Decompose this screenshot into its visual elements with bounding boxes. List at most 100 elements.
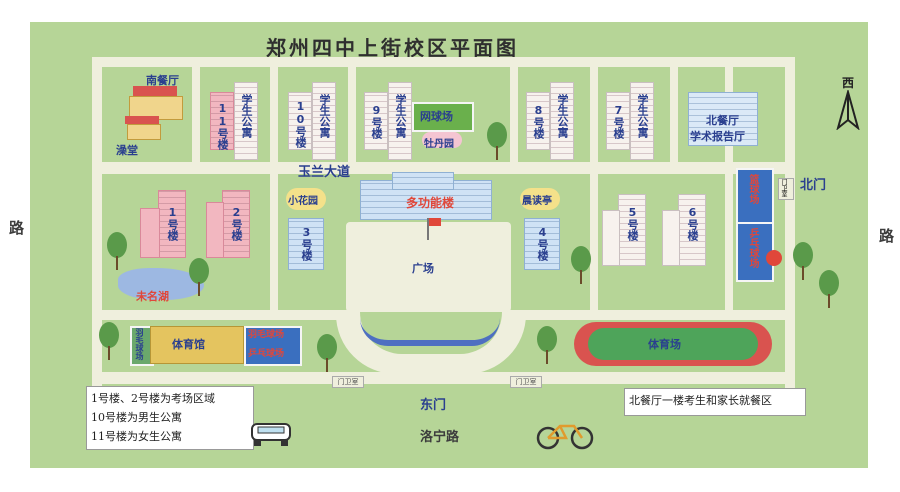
building-7-name: 学生公寓 [636,94,649,138]
building-7-number: 7号楼 [612,104,625,139]
stadium-field [588,328,758,360]
map-title: 郑州四中上街校区平面图 [266,36,519,60]
north-gate-sign: 门卫室 [778,178,794,200]
legend-line-3: 11号楼为女生公寓 [91,430,182,443]
flag-icon [429,218,441,226]
building-4 [524,218,560,270]
compass-label: 西 [842,76,855,90]
tree-icon [189,258,209,296]
multi-function-label: 多功能楼 [406,196,455,210]
north-canteen-label: 北餐厅 [706,114,739,127]
tree-icon [107,232,127,270]
pingpong-east-label: 乒乓球场 [747,228,758,268]
south-road-label: 洛宁路 [420,430,460,445]
bicycle-icon [536,424,594,450]
tennis-court [412,102,474,132]
small-garden [286,188,326,210]
pingpong-court-west [244,326,302,366]
building-7-right [630,82,654,160]
building-11-name: 学生公寓 [240,94,253,138]
peony-garden [422,132,462,148]
building-10-number: 10号楼 [294,100,307,148]
building-5-label: 5号楼 [626,206,639,241]
south-canteen-building [125,86,185,140]
road-v2 [270,57,278,317]
badminton-label: 羽毛球场 [135,328,144,360]
north-gate-label: 北门 [800,178,827,193]
square-label: 广场 [412,262,434,275]
road-north [92,57,792,67]
tree-icon [793,242,813,280]
building-10-left [288,92,312,150]
pavilion-label: 晨读亭 [522,196,552,207]
badminton-court-label: 羽毛球场 [248,330,285,340]
building-11-right [234,82,258,160]
gate-sign-right: 门卫室 [510,376,542,388]
east-gate-label: 东门 [420,398,447,413]
building-1 [158,190,186,258]
gym-label: 体育馆 [172,338,205,351]
building-10-name: 学生公寓 [318,94,331,138]
legend-line-1: 1号楼、2号楼为考场区域 [91,392,215,405]
building-7-left [606,92,630,150]
tennis-court-label: 网球场 [420,110,453,123]
compass-arrow-icon [836,90,860,130]
legend-line-2: 10号楼为男生公寓 [91,411,182,424]
tree-icon [317,334,337,372]
small-garden-label: 小花园 [288,196,318,207]
building-3-label: 3号楼 [300,226,313,261]
road-v1 [192,57,200,167]
flag-pole [427,218,429,240]
building-9-name: 学生公寓 [394,94,407,138]
lake-label: 未名湖 [136,290,169,303]
campus-map: 郑州四中上街校区平面图 南餐厅 澡堂 11号楼 学生公寓 10号楼 学生公寓 9… [30,22,868,468]
tree-icon [819,270,839,308]
legend-box: 1号楼、2号楼为考场区域 10号楼为男生公寓 11号楼为女生公寓 [86,386,254,450]
tree-icon [99,322,119,360]
peony-garden-label: 牡丹园 [424,139,454,150]
building-9-number: 9号楼 [370,104,383,139]
water-arc [360,318,500,346]
road-v3 [348,57,356,167]
pingpong-court-east [736,222,774,282]
road-v5 [590,57,598,317]
hall-label: 学术报告厅 [690,130,745,143]
building-4-label: 4号楼 [536,226,549,261]
basketball-label: 篮球场 [747,174,758,204]
building-8-number: 8号楼 [532,104,545,139]
building-9-left [364,92,388,150]
road-east [785,57,795,402]
road-v4 [510,57,518,167]
car-icon [251,423,291,446]
building-11-number: 11号楼 [216,102,229,150]
building-2 [222,190,250,258]
building-6-label: 6号楼 [686,206,699,241]
building-10-right [312,82,336,160]
road-west [92,57,102,402]
road-v6 [670,57,678,167]
building-11-left [210,92,234,150]
south-canteen-label: 南餐厅 [146,74,179,87]
tree-icon [487,122,507,160]
building-6 [678,194,706,266]
pingpong-west-label: 乒乓球场 [248,349,285,359]
road-v7 [725,57,733,317]
north-canteen-building [688,92,758,146]
road-south [92,372,792,384]
building-8-left [526,92,550,150]
road-avenue [92,162,792,174]
building-8-right [550,82,574,160]
building-8-name: 学生公寓 [556,94,569,138]
pavilion [520,188,560,210]
gate-sign-left: 门卫室 [332,376,364,388]
tree-icon [537,326,557,364]
dining-notice-text: 北餐厅一楼考生和家长就餐区 [629,394,772,407]
building-1-label: 1号楼 [166,206,179,241]
bathhouse-label: 澡堂 [116,144,138,157]
building-2-label: 2号楼 [230,206,243,241]
avenue-label: 玉兰大道 [298,165,351,180]
gymnasium [150,326,244,364]
stadium-label: 体育场 [648,338,681,351]
dining-notice-box: 北餐厅一楼考生和家长就餐区 [624,388,806,416]
tree-icon [571,246,591,284]
